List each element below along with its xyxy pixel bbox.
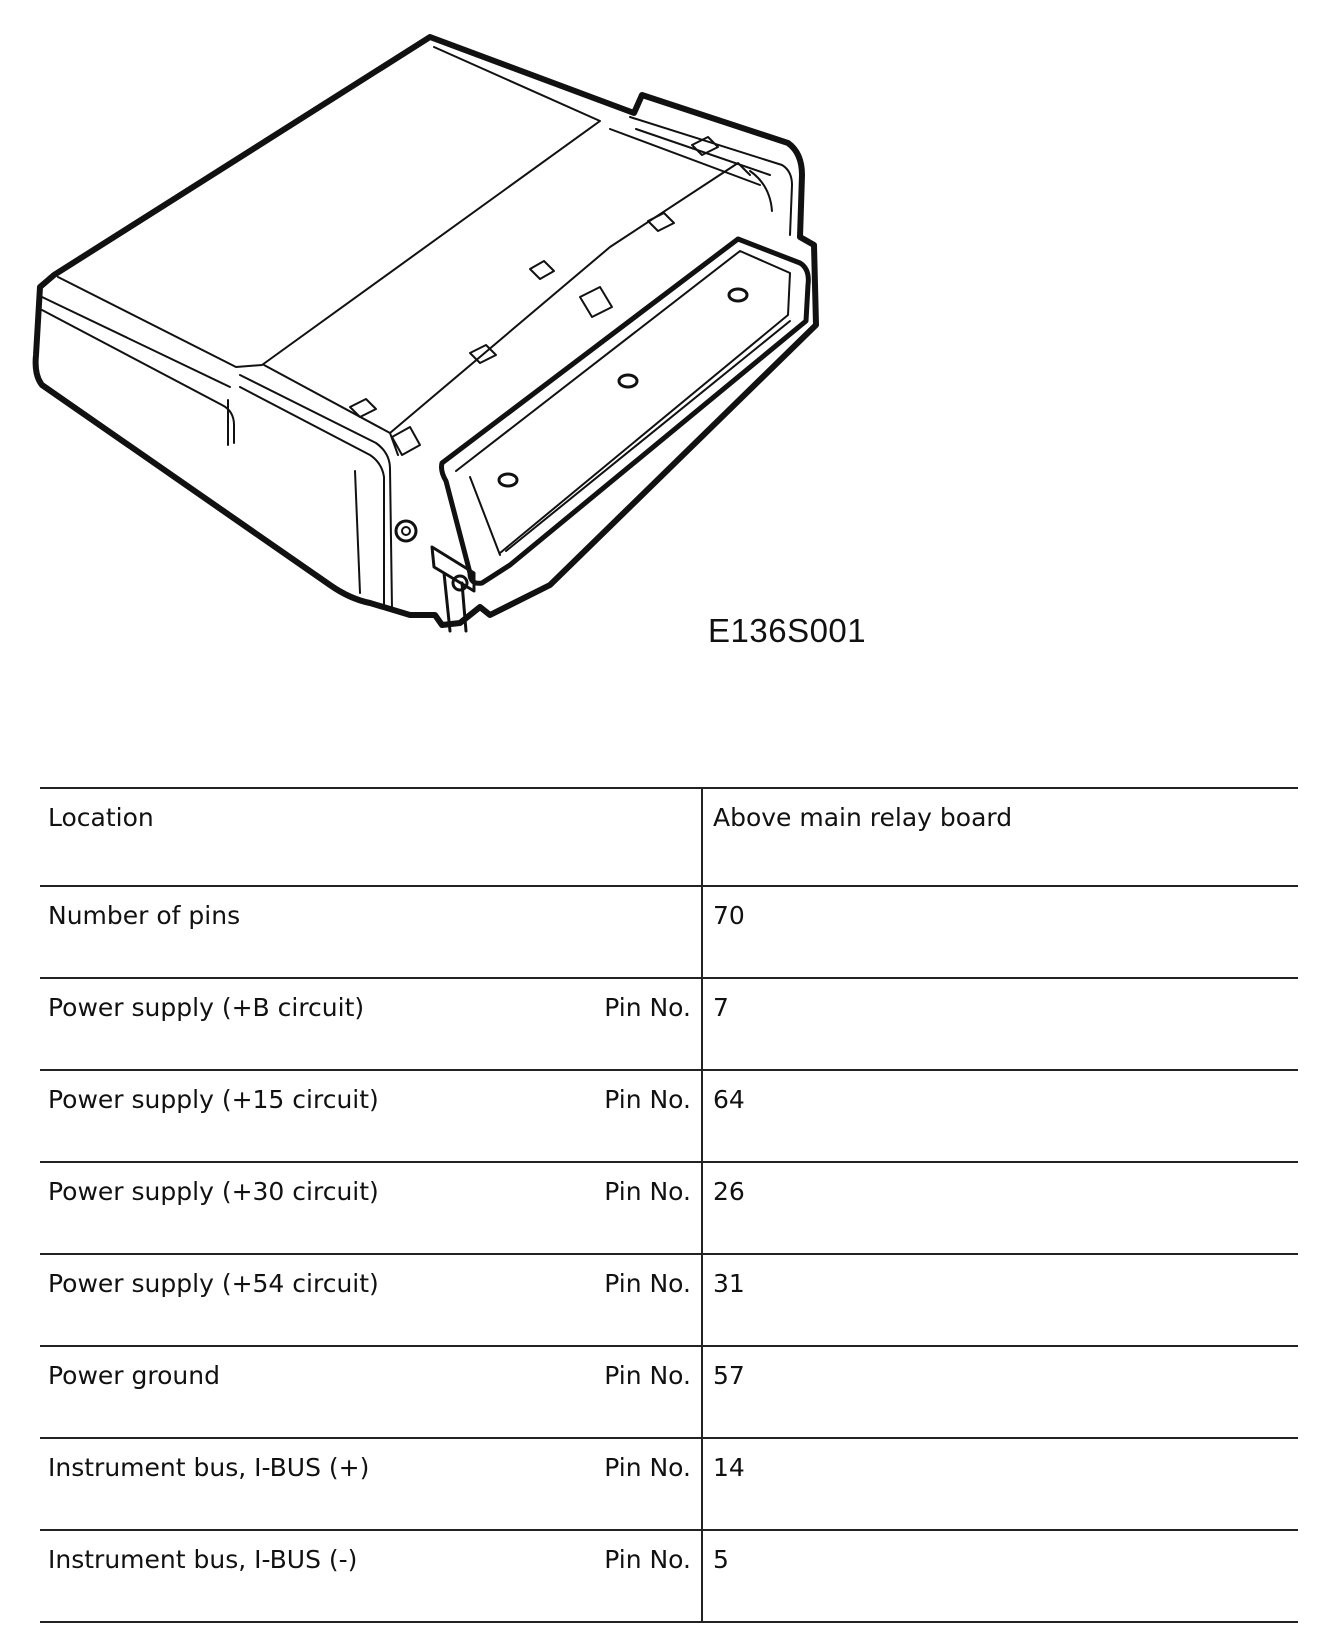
screw-head-3 — [497, 472, 519, 488]
housing-clip-7 — [391, 426, 421, 456]
housing-clip-1 — [691, 136, 719, 156]
table-row: Instrument bus, I-BUS (+) Pin No. 14 — [40, 1437, 1298, 1531]
table-row: Power supply (+15 circuit) Pin No. 64 — [40, 1069, 1298, 1163]
pin-no-label: Pin No. — [560, 1345, 703, 1439]
pin-no-label: Pin No. — [560, 1437, 703, 1531]
connector-housing — [439, 236, 811, 586]
housing-front-face — [239, 374, 393, 610]
table-row: Instrument bus, I-BUS (-) Pin No. 5 — [40, 1529, 1298, 1623]
row-value: 57 — [702, 1345, 1298, 1439]
table-row: Power supply (+B circuit) Pin No. 7 — [40, 977, 1298, 1071]
table-row: Power supply (+54 circuit) Pin No. 31 — [40, 1253, 1298, 1347]
latch-screw — [451, 574, 469, 592]
row-label: Number of pins — [40, 885, 703, 979]
pin-no-label: Pin No. — [560, 1253, 703, 1347]
row-value: 70 — [702, 885, 1298, 979]
row-value: 64 — [702, 1069, 1298, 1163]
table-row: Power supply (+30 circuit) Pin No. 26 — [40, 1161, 1298, 1255]
pin-no-label: Pin No. — [560, 1161, 703, 1255]
screw-head-2 — [617, 373, 639, 389]
control-module-illustration — [32, 34, 819, 633]
row-value: 5 — [702, 1529, 1298, 1623]
row-value: 31 — [702, 1253, 1298, 1347]
pin-no-label: Pin No. — [560, 1069, 703, 1163]
housing-clip-6 — [349, 398, 377, 418]
row-label: Instrument bus, I-BUS (+) — [40, 1437, 560, 1531]
connector-inner-edge — [455, 250, 791, 556]
table-row: Location Above main relay board — [40, 787, 1298, 887]
row-label: Power supply (+B circuit) — [40, 977, 560, 1071]
housing-clip-2 — [647, 212, 675, 232]
table-row: Power ground Pin No. 57 — [40, 1345, 1298, 1439]
pin-no-label: Pin No. — [560, 977, 703, 1071]
row-label: Power supply (+15 circuit) — [40, 1069, 560, 1163]
pin-specification-table: Location Above main relay board Number o… — [40, 787, 1298, 1623]
housing-clip-3 — [529, 260, 555, 280]
row-label: Power ground — [40, 1345, 560, 1439]
row-value: Above main relay board — [702, 787, 1298, 887]
row-value: 14 — [702, 1437, 1298, 1531]
housing-outline — [32, 34, 819, 628]
row-label: Location — [40, 787, 703, 887]
housing-right-block — [629, 116, 793, 236]
row-label: Power supply (+30 circuit) — [40, 1161, 560, 1255]
housing-top-face — [57, 46, 601, 368]
row-label: Instrument bus, I-BUS (-) — [40, 1529, 560, 1623]
mounting-screw — [394, 519, 418, 543]
housing-left-panel — [41, 296, 235, 446]
row-label: Power supply (+54 circuit) — [40, 1253, 560, 1347]
housing-clip-4 — [579, 286, 613, 318]
row-value: 26 — [702, 1161, 1298, 1255]
screw-head-1 — [727, 287, 749, 303]
figure-code: E136S001 — [708, 612, 867, 649]
pin-no-label: Pin No. — [560, 1529, 703, 1623]
row-value: 7 — [702, 977, 1298, 1071]
housing-clip-5 — [469, 344, 497, 364]
table-row: Number of pins 70 — [40, 885, 1298, 979]
